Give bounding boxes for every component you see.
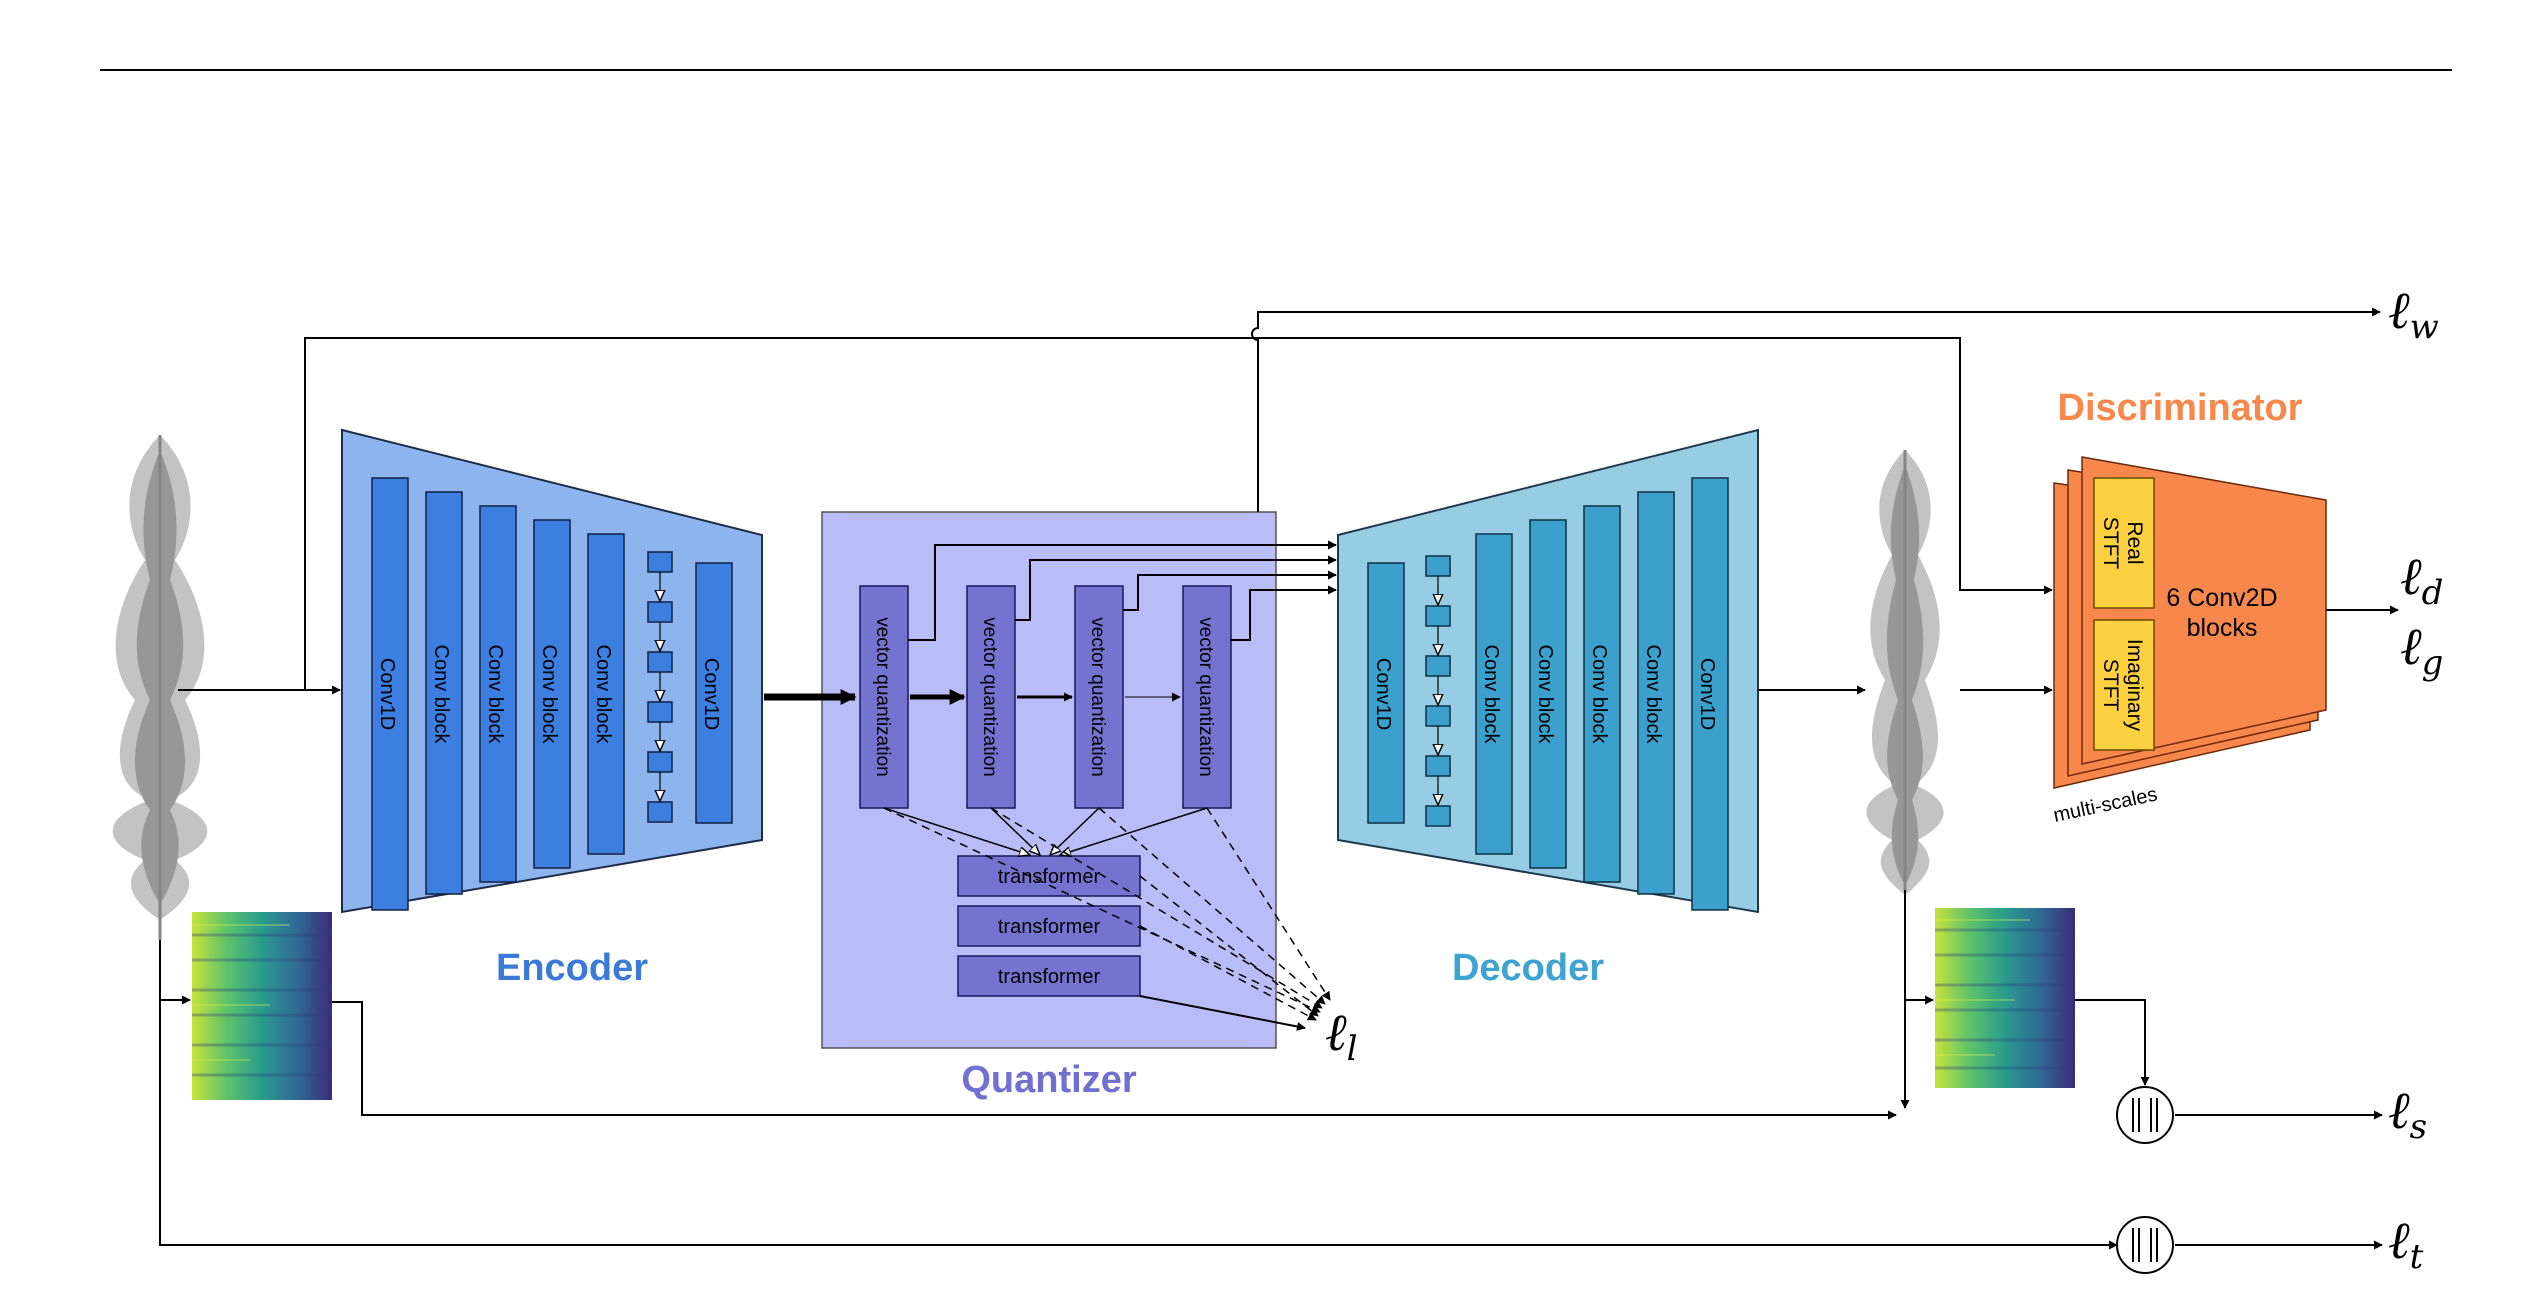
quantizer: vector quantization vector quantization … (821, 511, 1277, 1101)
decoder-conv-block (1637, 491, 1675, 895)
imaginary-stft-box (2093, 619, 2155, 751)
encoder-conv-block (425, 491, 463, 895)
encoder-conv-block (587, 533, 625, 855)
encoder-mini-stack (647, 551, 673, 823)
multi-scales-label: multi-scales (2051, 783, 2159, 826)
decoder-block-label: Conv block (1480, 645, 1502, 745)
decoder-conv1d-in (1367, 562, 1405, 824)
loss-w-label: ℓw (2388, 281, 2439, 347)
loss-g-label: ℓg (2400, 617, 2443, 683)
decoder-conv-block (1583, 505, 1621, 883)
encoder-conv1d-out (695, 562, 733, 824)
time-norm-operator (2116, 1216, 2174, 1274)
encoder-title: Encoder (496, 947, 648, 989)
encoder-conv-block (479, 505, 517, 883)
transformer-label: transformer (998, 966, 1101, 988)
connectors (159, 307, 2399, 1250)
quantizer-title: Quantizer (961, 1059, 1136, 1101)
vq-stage-2 (966, 585, 1016, 809)
decoder-conv-block (1475, 533, 1513, 855)
decoder-block-label: Conv block (1588, 645, 1610, 745)
input-spectrogram (192, 912, 332, 1100)
vq-label: vector quantization (1195, 617, 1216, 777)
decoder-conv1d-out (1691, 477, 1729, 911)
imaginary-stft-label: ImaginarySTFT (2099, 639, 2146, 732)
vq-stage-3 (1074, 585, 1124, 809)
loss-t-label: ℓt (2388, 1211, 2424, 1277)
vq-label: vector quantization (872, 617, 893, 777)
discriminator-title: Discriminator (2058, 387, 2303, 429)
decoder-block-label: Conv1D (1696, 658, 1718, 730)
decoder-conv-block (1529, 519, 1567, 869)
loss-s-label: ℓs (2388, 1081, 2427, 1147)
loss-d-label: ℓd (2400, 547, 2443, 613)
input-waveform (112, 435, 208, 940)
encoder-conv1d-in (371, 477, 409, 911)
transformer-3 (957, 955, 1141, 997)
vq-stage-1 (859, 585, 909, 809)
decoder-title: Decoder (1452, 947, 1604, 989)
encoder-block-label: Conv block (430, 645, 452, 745)
transformer-1 (957, 855, 1141, 897)
decoder: Conv1D Conv block Conv block Conv block … (1337, 428, 1759, 989)
encoder-block-label: Conv block (484, 645, 506, 745)
vq-label: vector quantization (1087, 617, 1108, 777)
loss-l-label: ℓl (1325, 1003, 1358, 1069)
vq-stage-4 (1182, 585, 1232, 809)
vq-to-loss-dashed (883, 807, 1331, 1021)
decoder-block-label: Conv block (1534, 645, 1556, 745)
transformer-label: transformer (998, 866, 1101, 888)
decoder-block-label: Conv block (1642, 645, 1664, 745)
decoder-block-label: Conv1D (1372, 658, 1394, 730)
decoder-mini-stack (1425, 555, 1451, 827)
output-spectrogram (1935, 908, 2075, 1088)
vq-to-transformer-arrows (883, 807, 1208, 855)
encoder-block-label: Conv block (538, 645, 560, 745)
spectral-norm-operator (2116, 1086, 2174, 1144)
encoder-block-label: Conv block (592, 645, 614, 745)
transformer-label: transformer (998, 916, 1101, 938)
encoder-conv-block (533, 519, 571, 869)
encoder-block-label: Conv1D (376, 658, 398, 730)
encoder-blocks (371, 477, 733, 911)
real-stft-box (2093, 477, 2155, 609)
encoder-block-label: Conv1D (700, 658, 722, 730)
output-waveform (1866, 450, 1944, 895)
decoder-blocks (1367, 477, 1729, 911)
encoder: Conv1D Conv block Conv block Conv block … (341, 428, 763, 989)
transformer-2 (957, 905, 1141, 947)
vq-label: vector quantization (979, 617, 1000, 777)
real-stft-label: RealSTFT (2099, 517, 2146, 570)
